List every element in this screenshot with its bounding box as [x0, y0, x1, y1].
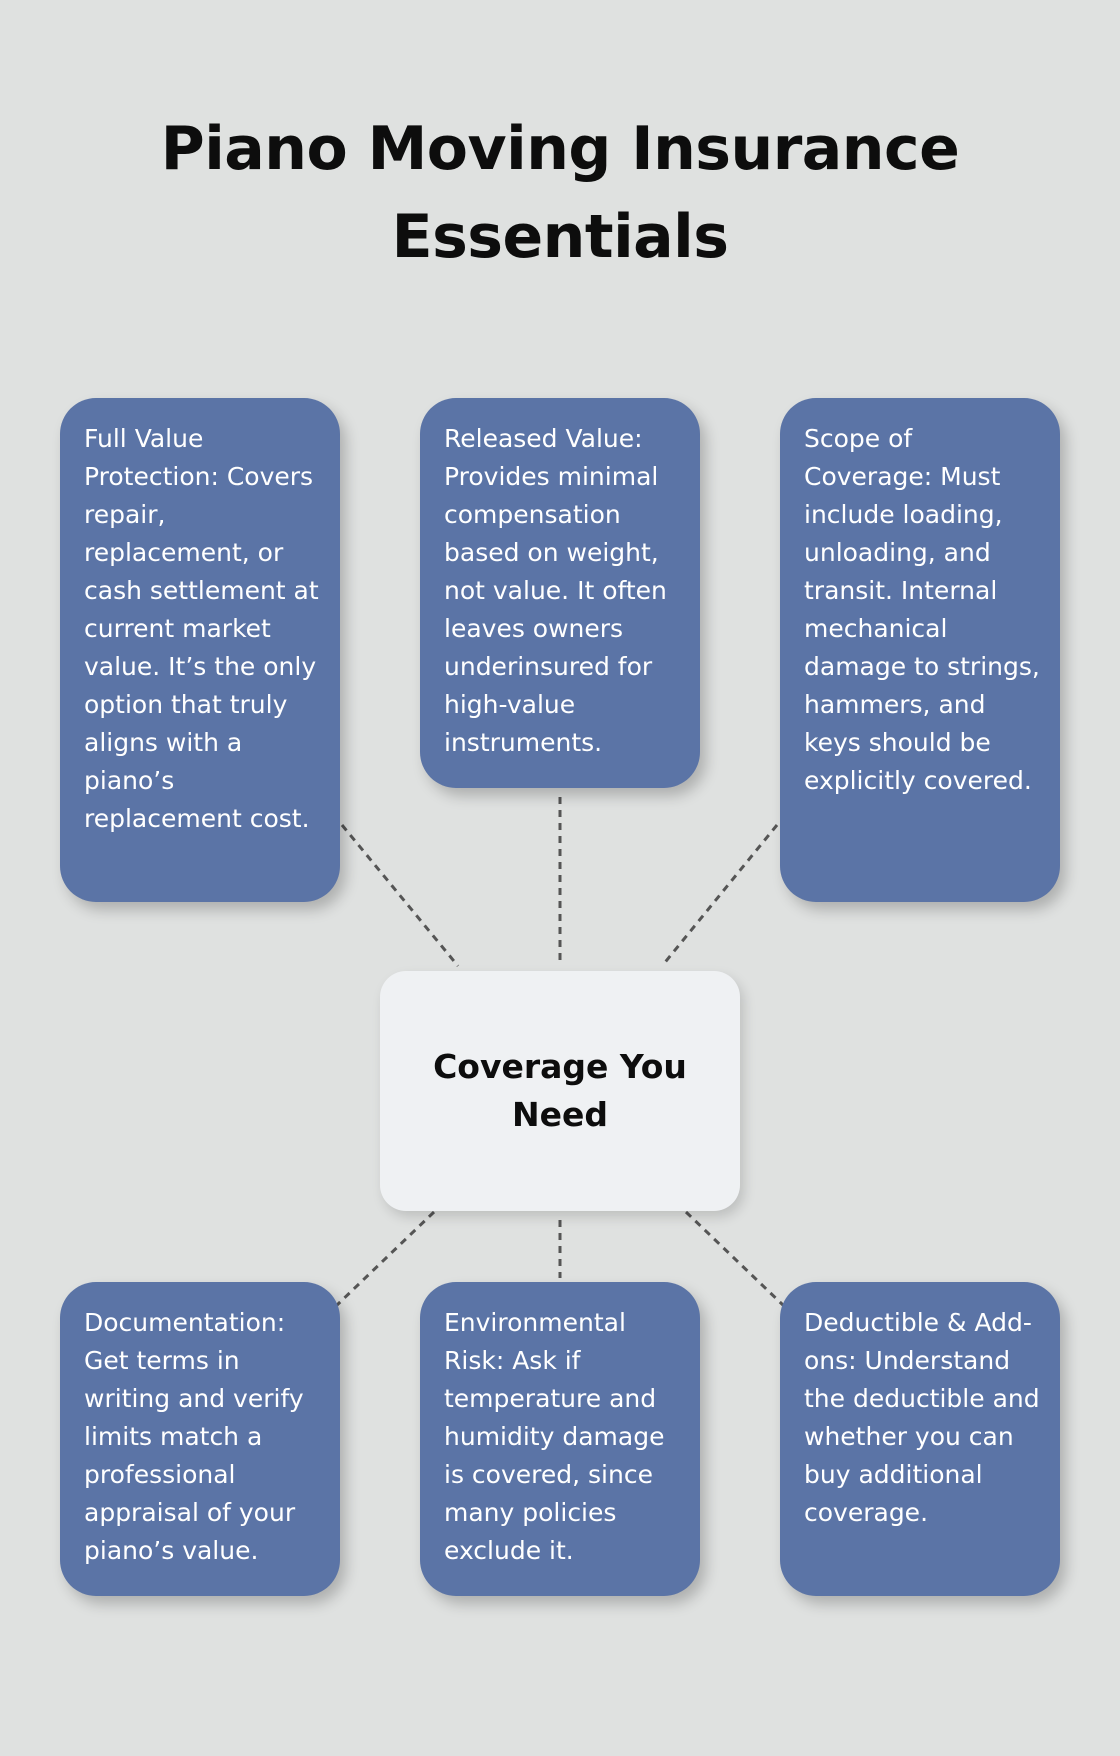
center-node-label: Coverage You Need [433, 1047, 687, 1134]
card-text: Scope of Coverage: Must include loading,… [804, 424, 1040, 795]
connector-line-documentation [334, 1210, 436, 1308]
card-text: Documentation: Get terms in writing and … [84, 1308, 304, 1565]
center-node: Coverage You Need [380, 971, 740, 1211]
connector-line-full-value [340, 824, 460, 967]
card-text: Deductible & Add-ons: Understand the ded… [804, 1308, 1040, 1527]
diagram-title: Piano Moving Insurance Essentials [160, 114, 960, 272]
connector-line-deductible [684, 1210, 786, 1308]
connector-line-scope [660, 824, 779, 967]
card-scope-of-coverage: Scope of Coverage: Must include loading,… [780, 398, 1060, 902]
card-full-value-protection: Full Value Protection: Covers repair, re… [60, 398, 340, 902]
card-text: Released Value: Provides minimal compens… [444, 424, 667, 757]
card-text: Environmental Risk: Ask if temperature a… [444, 1308, 665, 1565]
card-deductible-add-ons: Deductible & Add-ons: Understand the ded… [780, 1282, 1060, 1596]
card-environmental-risk: Environmental Risk: Ask if temperature a… [420, 1282, 700, 1596]
card-documentation: Documentation: Get terms in writing and … [60, 1282, 340, 1596]
card-released-value: Released Value: Provides minimal compens… [420, 398, 700, 788]
card-text: Full Value Protection: Covers repair, re… [84, 424, 319, 833]
